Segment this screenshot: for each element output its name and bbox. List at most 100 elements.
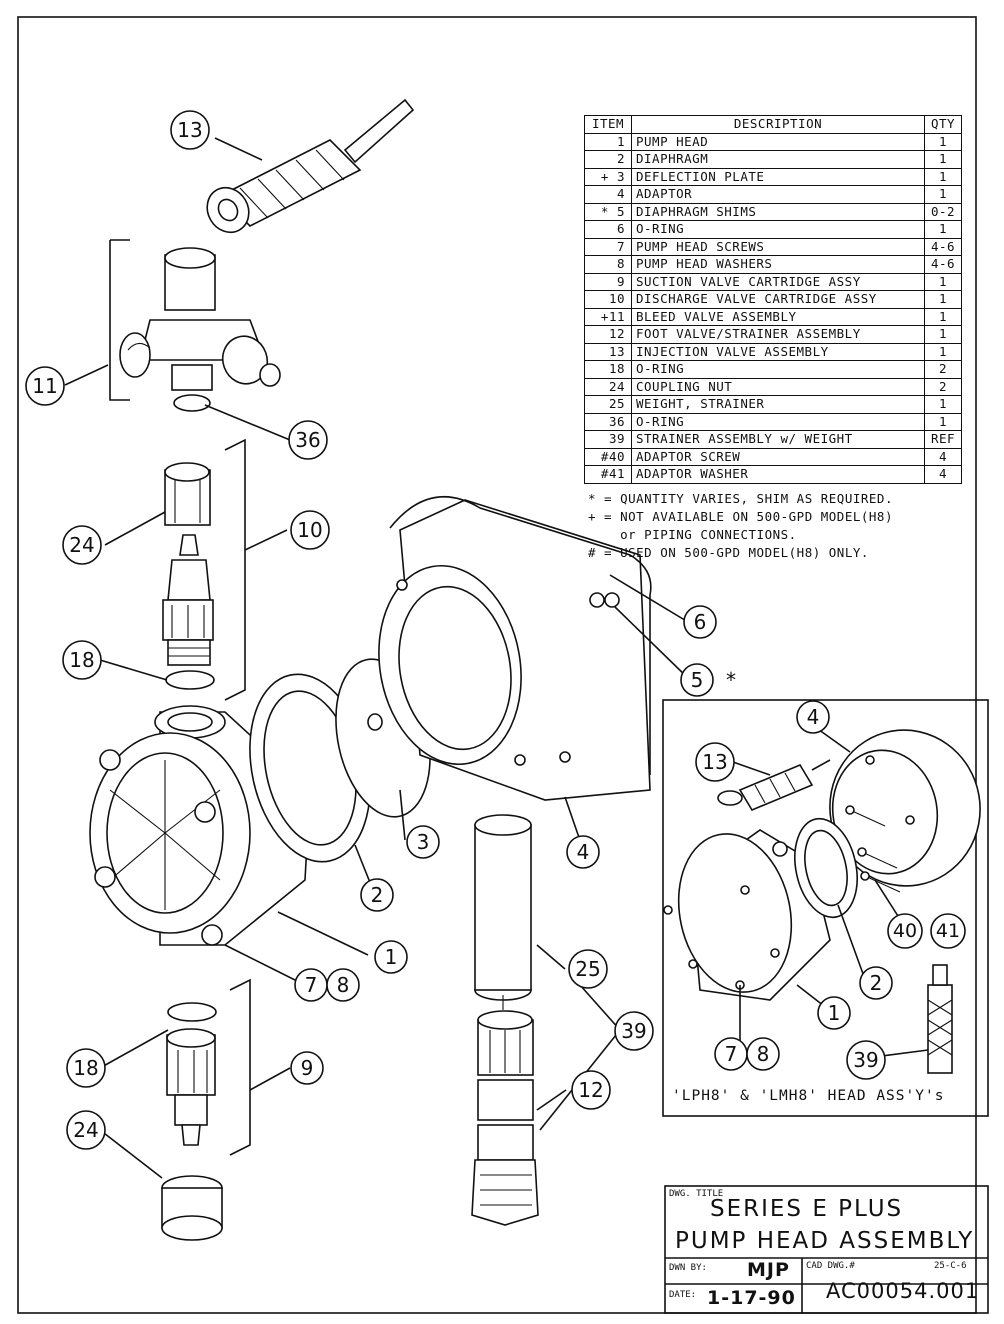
svg-text:5: 5 [691, 668, 704, 692]
date-label: DATE: [669, 1290, 697, 1300]
title-line-1: SERIES E PLUS [710, 1196, 904, 1222]
callout-13: 13 [170, 110, 210, 150]
callout-7: 7 [294, 968, 328, 1002]
sheet-code: 25-C-6 [934, 1261, 967, 1271]
bom-notes: * = QUANTITY VARIES, SHIM AS REQUIRED. +… [588, 490, 893, 562]
callout-2: 2 [360, 878, 394, 912]
svg-text:6: 6 [694, 610, 707, 634]
drawn-by-label: DWN BY: [669, 1263, 707, 1273]
svg-text:24: 24 [69, 533, 94, 557]
part-o-ring-18-top [165, 670, 215, 690]
callout-5-mark: * [726, 668, 736, 692]
title-block-frame [664, 1185, 989, 1314]
inset-callout-4: 4 [796, 700, 830, 734]
svg-text:1: 1 [828, 1001, 841, 1025]
svg-text:2: 2 [371, 883, 384, 907]
note-quantity-varies: * = QUANTITY VARIES, SHIM AS REQUIRED. [588, 491, 893, 506]
callout-5: 5 [680, 663, 714, 697]
callout-24-bottom: 24 [66, 1110, 106, 1150]
svg-text:12: 12 [578, 1078, 603, 1102]
callout-39: 39 [614, 1011, 654, 1051]
svg-text:10: 10 [297, 518, 322, 542]
part-bleed-valve [109, 239, 281, 401]
callout-3: 3 [406, 825, 440, 859]
part-injection-valve [206, 98, 415, 234]
inset-callout-2: 2 [859, 966, 893, 1000]
note-piping-connections: or PIPING CONNECTIONS. [588, 527, 797, 542]
svg-text:8: 8 [337, 973, 350, 997]
callout-8: 8 [326, 968, 360, 1002]
inset-callout-39: 39 [846, 1040, 886, 1080]
bom-header-row: ITEM DESCRIPTION QTY [584, 115, 962, 134]
svg-text:39: 39 [621, 1019, 646, 1043]
callout-4: 4 [566, 835, 600, 869]
svg-text:24: 24 [73, 1118, 98, 1142]
drawing-number: AC00054.001 [826, 1279, 980, 1303]
svg-text:9: 9 [301, 1056, 314, 1080]
drawn-by-value: MJP [747, 1259, 790, 1281]
svg-text:39: 39 [853, 1048, 878, 1072]
part-adaptor [378, 495, 652, 801]
callout-12: 12 [571, 1070, 611, 1110]
bom-header-item: ITEM [584, 115, 632, 134]
svg-text:13: 13 [702, 750, 727, 774]
callout-1: 1 [374, 940, 408, 974]
callout-36: 36 [288, 420, 328, 460]
callout-18-top: 18 [62, 640, 102, 680]
dwg-title-label: DWG. TITLE [669, 1189, 724, 1199]
svg-text:2: 2 [870, 971, 883, 995]
inset-frame [662, 699, 989, 1117]
callout-11: 11 [25, 366, 65, 406]
sheet-border [17, 16, 977, 1314]
callout-6: 6 [683, 605, 717, 639]
inset-callout-13: 13 [695, 742, 735, 782]
bom-header-description: DESCRIPTION [631, 115, 925, 134]
svg-text:40: 40 [893, 920, 917, 942]
title-line-2: PUMP HEAD ASSEMBLY [675, 1228, 975, 1254]
note-not-available: + = NOT AVAILABLE ON 500-GPD MODEL(H8) [588, 509, 893, 524]
svg-text:4: 4 [807, 705, 820, 729]
svg-text:3: 3 [417, 830, 430, 854]
callout-24-top: 24 [62, 525, 102, 565]
callout-10: 10 [290, 510, 330, 550]
svg-text:36: 36 [295, 428, 320, 452]
date-value: 1-17-90 [707, 1287, 796, 1309]
inset-callout-7: 7 [714, 1037, 748, 1071]
part-foot-valve [471, 1010, 539, 1226]
inset-callout-8: 8 [746, 1037, 780, 1071]
bom-header-qty: QTY [924, 115, 962, 134]
cad-dwg-label: CAD DWG.# [806, 1261, 855, 1271]
svg-text:1: 1 [385, 945, 398, 969]
inset-callout-41: 41 [930, 913, 966, 949]
inset-callout-1: 1 [817, 996, 851, 1030]
inset-callout-40: 40 [887, 913, 923, 949]
note-used-on-500gpd: # = USED ON 500-GPD MODEL(H8) ONLY. [588, 545, 869, 560]
svg-text:18: 18 [69, 648, 94, 672]
svg-text:7: 7 [305, 973, 318, 997]
svg-text:11: 11 [32, 374, 57, 398]
callout-18-bottom: 18 [66, 1048, 106, 1088]
inset-caption: 'LPH8' & 'LMH8' HEAD ASS'Y's [672, 1088, 945, 1104]
svg-text:8: 8 [757, 1042, 770, 1066]
svg-text:13: 13 [177, 118, 202, 142]
svg-text:18: 18 [73, 1056, 98, 1080]
svg-text:25: 25 [575, 957, 600, 981]
inset-drawing [663, 729, 981, 1074]
part-o-ring-36 [173, 394, 211, 412]
